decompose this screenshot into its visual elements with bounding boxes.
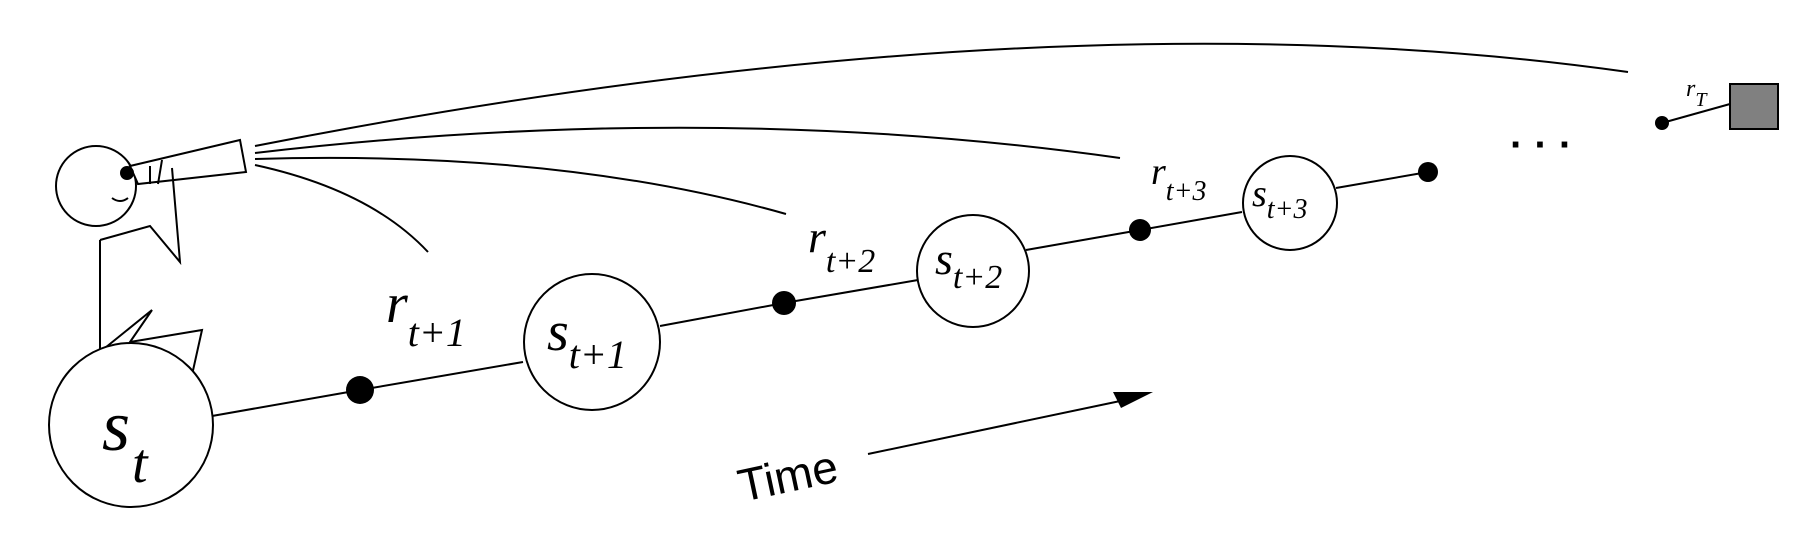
lookahead-arcs <box>254 42 1629 253</box>
arc-to-rT <box>254 42 1629 147</box>
time-arrow <box>867 392 1153 455</box>
reward-dot-next <box>1418 162 1438 182</box>
time-arrowhead <box>1113 392 1153 408</box>
agent-figure <box>55 138 248 439</box>
arc-to-rt1 <box>254 164 429 253</box>
state-node-st3 <box>1242 155 1338 251</box>
reward-dot-rT <box>1655 116 1669 130</box>
state-label-st: st <box>102 386 149 495</box>
telescope-icon <box>128 138 248 186</box>
terminal-state-square <box>1729 83 1779 130</box>
reward-dot-rt2 <box>772 291 796 315</box>
agent-arm <box>99 167 182 266</box>
reward-label-rt1: rt+1 <box>386 273 466 355</box>
reward-label-rt3: rt+3 <box>1151 151 1206 207</box>
reward-dot-rt1 <box>346 376 374 404</box>
ellipsis-text: · · · <box>1510 123 1572 167</box>
state-node-st1 <box>523 273 661 411</box>
arc-to-rt3 <box>254 126 1121 159</box>
reward-label-rT: rT <box>1686 76 1708 111</box>
agent-mouth <box>111 197 129 202</box>
state-label-st2: st+2 <box>935 233 1002 296</box>
agent-head <box>55 145 137 227</box>
state-label-st1: st+1 <box>547 301 627 377</box>
trajectory-line <box>211 103 1731 417</box>
reward-label-rt2: rt+2 <box>808 211 875 280</box>
time-label: Time <box>733 440 842 512</box>
reward-dot-rt3 <box>1129 219 1151 241</box>
arc-to-rt2 <box>254 156 787 215</box>
state-label-st3: st+3 <box>1252 173 1307 225</box>
state-node-st <box>48 342 214 508</box>
agent-eye <box>120 166 134 180</box>
state-node-st2 <box>916 214 1030 328</box>
